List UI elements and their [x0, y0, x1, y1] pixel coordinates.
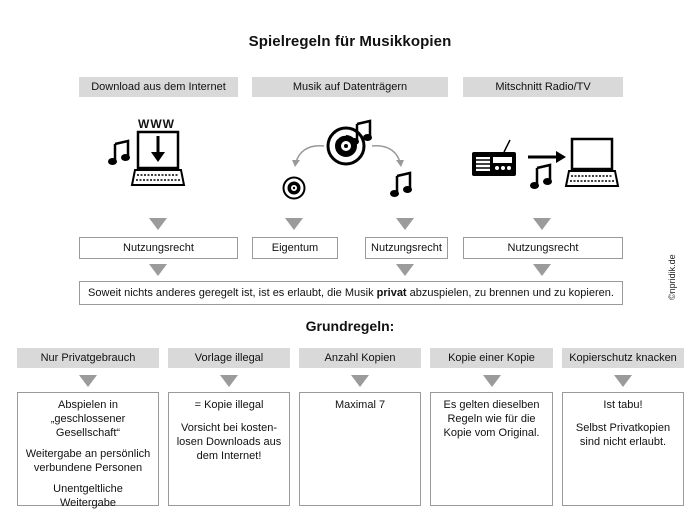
rights-box-radio-tv: Nutzungsrecht	[463, 237, 623, 259]
rule-header-kopierschutz: Kopierschutz knacken	[562, 348, 684, 368]
arrow-down-icon	[614, 375, 632, 387]
music-note-icon	[108, 139, 130, 165]
arrow-down-icon	[285, 218, 303, 230]
arrow-down-icon	[149, 264, 167, 276]
rule-text: Unentgeltliche Weitergabe	[53, 483, 123, 509]
note-text-end: abzuspielen, zu brennen und zu kopieren.	[406, 287, 614, 299]
rule-header-vorlage-illegal: Vorlage illegal	[168, 348, 290, 368]
arrow-down-icon	[79, 375, 97, 387]
arrow-down-icon	[220, 375, 238, 387]
rule-box-privatgebrauch: Abspielen in „geschlossener Gesellschaft…	[17, 392, 159, 509]
www-label: WWW	[138, 117, 175, 131]
arrow-down-icon	[483, 375, 501, 387]
note-emphasis: privat	[376, 287, 407, 299]
small-disc-icon	[282, 176, 306, 200]
source-header-datentraeger: Musik auf Datenträgern	[252, 77, 448, 97]
rights-box-datentraeger: Nutzungsrecht	[365, 237, 448, 259]
rule-box-anzahl-kopien: Maximal 7	[299, 392, 421, 506]
rule-box-kopierschutz: Ist tabu! Selbst Privatkopien sind nicht…	[562, 392, 684, 506]
note-text: Soweit nichts anderes geregelt ist, ist …	[88, 287, 377, 299]
curved-arrow-left-icon	[292, 145, 325, 167]
music-note-icon	[390, 171, 412, 197]
copyright-label: ©npridik.de	[667, 254, 677, 300]
rule-box-kopie-einer-kopie: Es gelten dieselben Regeln wie für die K…	[430, 392, 553, 506]
source-header-radio-tv: Mitschnitt Radio/TV	[463, 77, 623, 97]
section-title-grundregeln: Grundregeln:	[305, 318, 395, 334]
arrow-down-icon	[533, 264, 551, 276]
laptop-icon	[564, 137, 620, 187]
general-permission-note: Soweit nichts anderes geregelt ist, ist …	[79, 281, 623, 305]
arrow-down-icon	[533, 218, 551, 230]
arrow-right-icon	[528, 151, 566, 163]
rule-text: Es gelten dieselben Regeln wie für die K…	[443, 399, 540, 439]
rule-text: Weitergabe an persönlich verbundene Pers…	[25, 448, 151, 474]
rule-text: Ist tabu!	[603, 399, 643, 411]
rule-text: Vorsicht bei kosten-losen Downloads aus …	[176, 422, 282, 462]
arrow-down-icon	[149, 218, 167, 230]
arrow-down-icon	[396, 264, 414, 276]
rights-box-eigentum: Eigentum	[252, 237, 338, 259]
arrow-down-icon	[351, 375, 369, 387]
laptop-download-icon	[130, 130, 186, 186]
page-title: Spielregeln für Musikkopien	[248, 33, 452, 50]
rule-header-anzahl-kopien: Anzahl Kopien	[299, 348, 421, 368]
rights-box-download: Nutzungsrecht	[79, 237, 238, 259]
rule-text: Selbst Privatkopien sind nicht erlaubt.	[575, 422, 671, 448]
music-note-icon	[530, 163, 552, 189]
music-note-icon	[350, 119, 372, 145]
rule-text: Abspielen in „geschlossener Gesellschaft…	[50, 399, 126, 439]
source-header-download: Download aus dem Internet	[79, 77, 238, 97]
rule-box-vorlage-illegal: = Kopie illegal Vorsicht bei kosten-lose…	[168, 392, 290, 506]
rule-text: = Kopie illegal	[194, 399, 264, 411]
rule-text: Maximal 7	[334, 399, 386, 411]
curved-arrow-right-icon	[371, 145, 404, 167]
rule-header-kopie-einer-kopie: Kopie einer Kopie	[430, 348, 553, 368]
radio-icon	[472, 139, 516, 176]
rule-header-privatgebrauch: Nur Privatgebrauch	[17, 348, 159, 368]
arrow-down-icon	[396, 218, 414, 230]
